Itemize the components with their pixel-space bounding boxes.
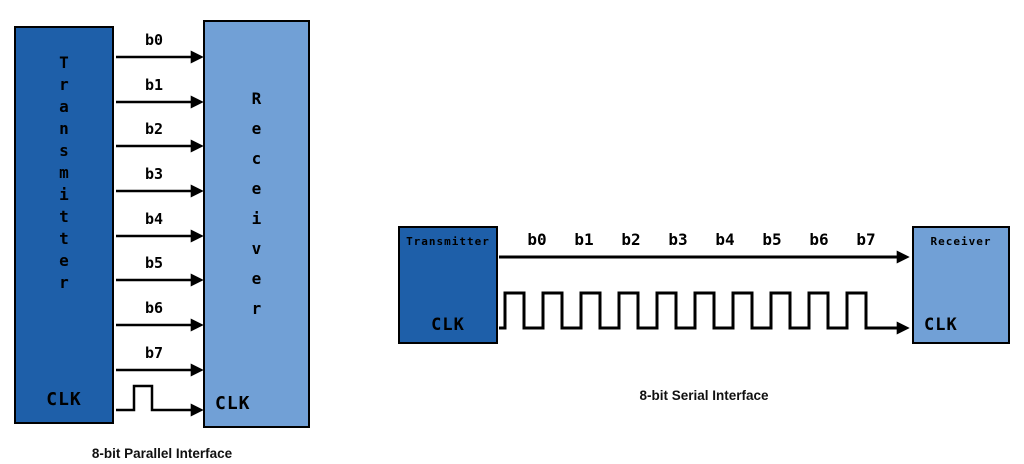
parallel-receiver-clk-label: CLK bbox=[215, 393, 251, 414]
parallel-bit0-label: b0 bbox=[145, 31, 163, 49]
serial-bit3-label: b3 bbox=[668, 230, 687, 249]
parallel-caption: 8-bit Parallel Interface bbox=[91, 446, 233, 461]
serial-receiver-clk-label: CLK bbox=[924, 315, 958, 335]
serial-bit2-label: b2 bbox=[621, 230, 640, 249]
parallel-bit1-label: b1 bbox=[145, 76, 163, 94]
parallel-receiver-box: Receiver CLK bbox=[203, 20, 310, 428]
parallel-transmitter-label: Transmitter bbox=[59, 53, 69, 292]
parallel-transmitter-clk-label: CLK bbox=[46, 389, 82, 410]
serial-bit5-label: b5 bbox=[762, 230, 781, 249]
serial-bit6-label: b6 bbox=[809, 230, 828, 249]
parallel-bit5-label: b5 bbox=[145, 254, 163, 272]
serial-bit4-label: b4 bbox=[715, 230, 734, 249]
serial-receiver-label: Receiver bbox=[930, 235, 992, 248]
serial-bit1-label: b1 bbox=[574, 230, 593, 249]
parallel-transmitter-box: Transmitter CLK bbox=[14, 26, 114, 424]
parallel-bit2-label: b2 bbox=[145, 120, 163, 138]
serial-bit0-label: b0 bbox=[527, 230, 546, 249]
parallel-clock-pulse-arrow bbox=[116, 384, 204, 417]
parallel-bit3-label: b3 bbox=[145, 165, 163, 183]
parallel-receiver-label: Receiver bbox=[251, 89, 262, 318]
parallel-bit6-label: b6 bbox=[145, 299, 163, 317]
serial-caption: 8-bit Serial Interface bbox=[639, 388, 769, 403]
serial-transmitter-box: Transmitter CLK bbox=[398, 226, 498, 344]
serial-bit7-label: b7 bbox=[856, 230, 875, 249]
parallel-bit7-label: b7 bbox=[145, 344, 163, 362]
serial-transmitter-label: Transmitter bbox=[406, 235, 490, 248]
serial-clock-waveform-arrow bbox=[499, 291, 910, 335]
serial-receiver-box: Receiver CLK bbox=[912, 226, 1010, 344]
parallel-bit4-label: b4 bbox=[145, 210, 163, 228]
serial-transmitter-clk-label: CLK bbox=[431, 315, 465, 335]
